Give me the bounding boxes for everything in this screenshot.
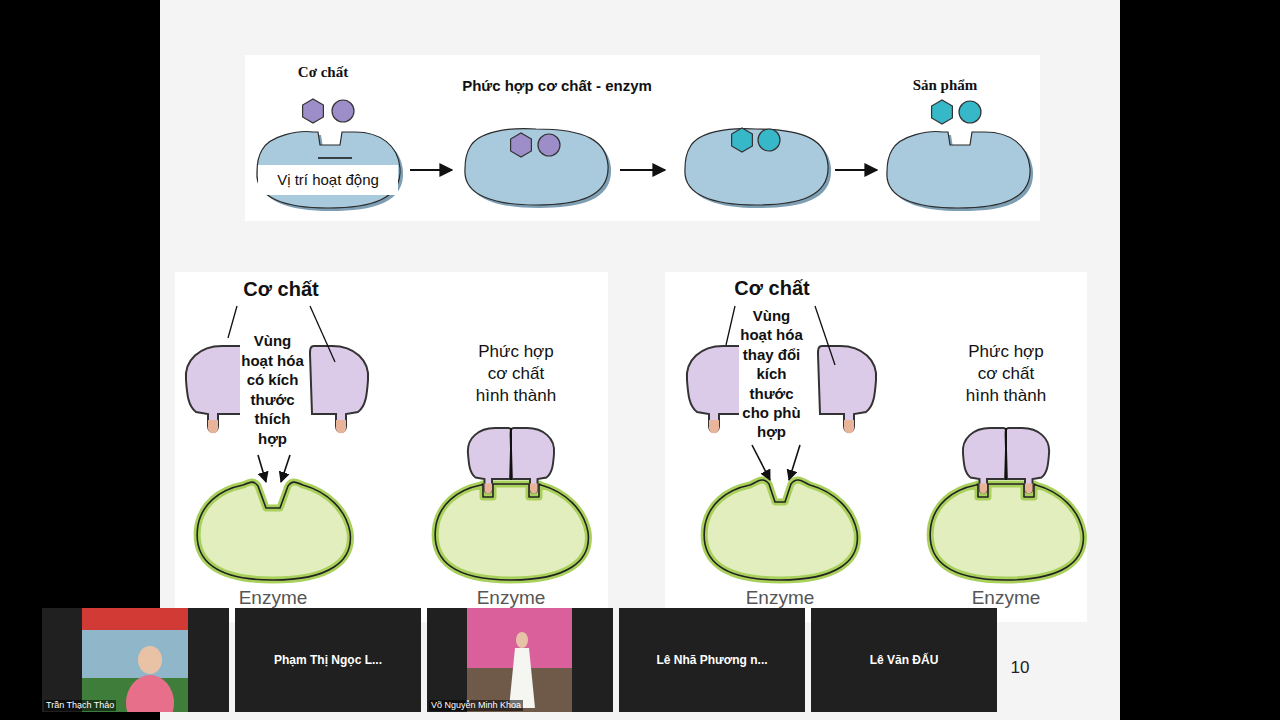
substrate-tip: [336, 420, 346, 433]
substrate-hexagon: [511, 133, 532, 157]
enzyme-border: [435, 484, 588, 580]
active-site-label: Vị trí hoạt động: [258, 165, 398, 195]
participant-name: Võ Nguyễn Minh Khoa: [429, 700, 523, 711]
enzyme-node: Enzyme: [426, 470, 596, 612]
enzyme-shape: [465, 129, 608, 205]
photo-face: [516, 632, 528, 648]
enzyme-node: Enzyme: [695, 470, 865, 612]
reaction-arrow: [835, 169, 877, 171]
participant-tile: Võ Nguyễn Minh Khoa: [427, 608, 613, 712]
enzyme-label: Enzyme: [695, 588, 865, 608]
pointer-arrow: [752, 445, 770, 480]
enzyme-border: [197, 482, 350, 580]
leader-line: [310, 306, 335, 362]
substrate-piece: [687, 346, 745, 432]
photo-background: [467, 608, 572, 712]
substrate-piece: [186, 346, 244, 432]
product-circle: [959, 101, 981, 123]
left-panel: [175, 272, 608, 622]
enzyme-shape: [685, 129, 828, 205]
participant-name: Lê Nhã Phương n...: [619, 653, 805, 667]
substrate-tip: [844, 420, 854, 433]
participant-name: Lê Văn ĐẤU: [811, 653, 997, 667]
participant-name: Trần Thạch Thảo: [44, 700, 116, 711]
substrate-hexagon: [303, 99, 324, 123]
substrate-piece: [310, 346, 368, 432]
substrate-tip: [208, 420, 218, 433]
participant-tile: Lê Nhã Phương n...: [619, 608, 805, 712]
enzyme-node: Enzyme: [188, 470, 358, 612]
leader-line: [228, 306, 237, 338]
page-number: 10: [1000, 657, 1040, 679]
enzyme-shape: [887, 132, 1030, 208]
enzyme-label: Enzyme: [188, 588, 358, 608]
enzyme-border: [704, 480, 857, 580]
enzyme-body: [197, 482, 350, 580]
complex-label: Phức hợp cơ chất hình thành: [962, 341, 1050, 407]
right-panel: [665, 272, 1087, 622]
photo-body: [126, 675, 174, 712]
photo-lanterns: [82, 608, 188, 630]
participant-tile: Phạm Thị Ngọc L...: [235, 608, 421, 712]
top-panel: [245, 55, 1040, 221]
join-line: [1005, 428, 1007, 480]
enzyme-node: Enzyme: [921, 470, 1091, 612]
photo-face: [138, 646, 162, 674]
pointer-arrow: [258, 455, 266, 482]
enzyme-shape: [257, 132, 400, 208]
product-hexagon: [732, 128, 753, 152]
enzyme-body: [704, 480, 857, 580]
product-hexagon: [932, 100, 953, 124]
participant-tile: Trần Thạch Thảo: [42, 608, 229, 712]
pointer-arrow: [281, 455, 290, 482]
leader-line: [726, 306, 735, 345]
join-line: [510, 428, 512, 480]
participant-tile: Lê Văn ĐẤU: [811, 608, 997, 712]
substrate-piece: [818, 346, 876, 432]
substrate-circle: [538, 134, 560, 156]
complex-label: Phức hợp cơ chất - enzym: [437, 76, 677, 96]
product-label: Sản phẩm: [885, 75, 1005, 95]
participant-photo: [467, 608, 572, 712]
active-region-note: Vùng hoạt hóa thay đổi kích thước cho ph…: [739, 306, 804, 442]
substrate-tip: [709, 420, 719, 433]
active-region-note: Vùng hoạt hóa có kích thước thích hợp: [240, 331, 305, 448]
substrate-label: Cơ chất: [263, 62, 383, 82]
pointer-arrow: [789, 445, 800, 480]
enzyme-label: Enzyme: [426, 588, 596, 608]
participant-photo: [82, 608, 188, 712]
enzyme-label: Enzyme: [921, 588, 1091, 608]
reaction-arrow: [620, 169, 665, 171]
substrate-circle: [332, 100, 354, 122]
participant-name: Phạm Thị Ngọc L...: [235, 653, 421, 667]
reaction-arrow: [410, 169, 452, 171]
complex-label: Phức hợp cơ chất hình thành: [472, 341, 560, 407]
substrate-label: Cơ chất: [211, 276, 351, 302]
enzyme-border: [930, 484, 1083, 580]
enzyme-body: [930, 484, 1083, 580]
photo-dress: [509, 648, 535, 708]
leader-line: [815, 306, 835, 365]
substrate-label: Cơ chất: [702, 275, 842, 301]
product-circle: [758, 129, 780, 151]
active-site-mark: [318, 157, 352, 159]
slide-background: [160, 0, 1120, 720]
enzyme-body: [435, 484, 588, 580]
